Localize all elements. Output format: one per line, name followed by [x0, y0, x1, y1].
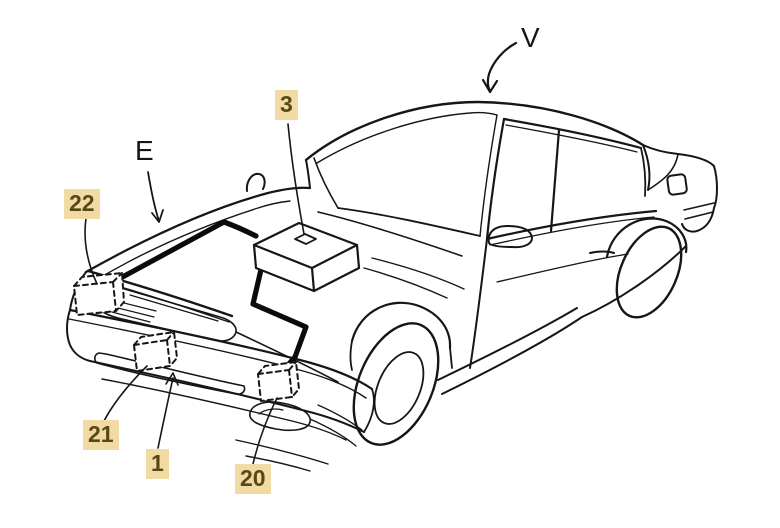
label-component-21: 21 — [83, 420, 119, 450]
leader-line-20 — [252, 397, 278, 465]
far-side-mirror — [245, 172, 266, 192]
arrow-1 — [157, 372, 179, 449]
fuel-door — [666, 173, 688, 196]
bumper-left-wrap — [66, 309, 91, 362]
harness-upper-run — [101, 219, 259, 290]
car-body — [66, 100, 718, 472]
front-wheel-arch — [350, 301, 452, 350]
a-pillar-inner — [479, 114, 498, 237]
beltline-trim — [489, 216, 655, 246]
hood-rear-edge — [317, 211, 463, 257]
bumper-top — [68, 308, 374, 391]
arch-ends — [349, 340, 453, 371]
rocker-top — [437, 307, 578, 381]
leader-line-3 — [287, 123, 305, 235]
cowl-louver-2 — [363, 267, 448, 299]
roof-rail — [502, 117, 643, 150]
phantom-box-20 — [257, 361, 300, 402]
roof-line — [304, 100, 645, 162]
control-box-silhouette — [252, 221, 361, 293]
bumper-lip — [101, 378, 347, 441]
b-pillar — [549, 128, 561, 233]
phantom-box-22 — [73, 272, 125, 316]
leader-lines — [84, 41, 518, 465]
rear-bumper-strips — [683, 202, 715, 220]
bumper-right-edge — [363, 388, 375, 433]
bumper-corner-lines — [309, 404, 363, 447]
trunk-seam — [647, 153, 679, 191]
roof-rail-inner — [505, 124, 638, 153]
leader-line-22 — [84, 217, 98, 285]
valance-lines — [235, 439, 329, 472]
a-pillar-outer — [485, 117, 506, 241]
fender-lower-edge — [235, 331, 339, 383]
door-crease — [496, 253, 629, 283]
cowl-louver-1 — [371, 257, 465, 290]
fog-lamp-inner — [258, 408, 284, 415]
side-mirror — [487, 225, 533, 249]
phantom-boxes — [73, 272, 300, 402]
air-intake-slot — [94, 352, 246, 395]
control-box — [252, 221, 361, 293]
windshield-top — [316, 111, 498, 164]
phantom-box-21 — [133, 331, 178, 372]
control-box-edges — [252, 243, 359, 293]
rear-wheel-arch — [605, 217, 688, 259]
rear-wheel — [615, 225, 683, 319]
c-pillar — [642, 144, 651, 191]
arrow-v — [481, 41, 518, 94]
control-box-connector — [294, 233, 317, 245]
headlamp-inner-line — [129, 294, 219, 322]
label-component-20: 20 — [235, 464, 271, 494]
hood-seam — [95, 200, 291, 281]
label-harness-e: E — [135, 135, 154, 166]
windshield-left — [313, 157, 339, 209]
rear-window-pillar — [640, 147, 647, 197]
bumper-line-2 — [68, 318, 367, 399]
fender-top-line — [84, 186, 312, 274]
trunk-rear-edge — [681, 165, 718, 233]
rocker-bottom — [441, 316, 583, 395]
door-handle — [589, 250, 615, 254]
front-door-edge — [469, 238, 488, 369]
beltline — [485, 209, 658, 241]
fog-lamp — [249, 401, 311, 432]
leader-line-21 — [103, 365, 148, 422]
front-wheel — [352, 322, 440, 446]
arrow-e — [147, 171, 164, 223]
rear-lower-body — [581, 245, 687, 318]
label-control-box-3: 3 — [275, 90, 298, 120]
a-pillar-left — [305, 159, 311, 189]
label-bumper-1: 1 — [146, 449, 169, 479]
windshield-bottom — [337, 207, 481, 237]
label-component-22: 22 — [64, 189, 100, 219]
label-vehicle-v: V — [521, 22, 540, 53]
